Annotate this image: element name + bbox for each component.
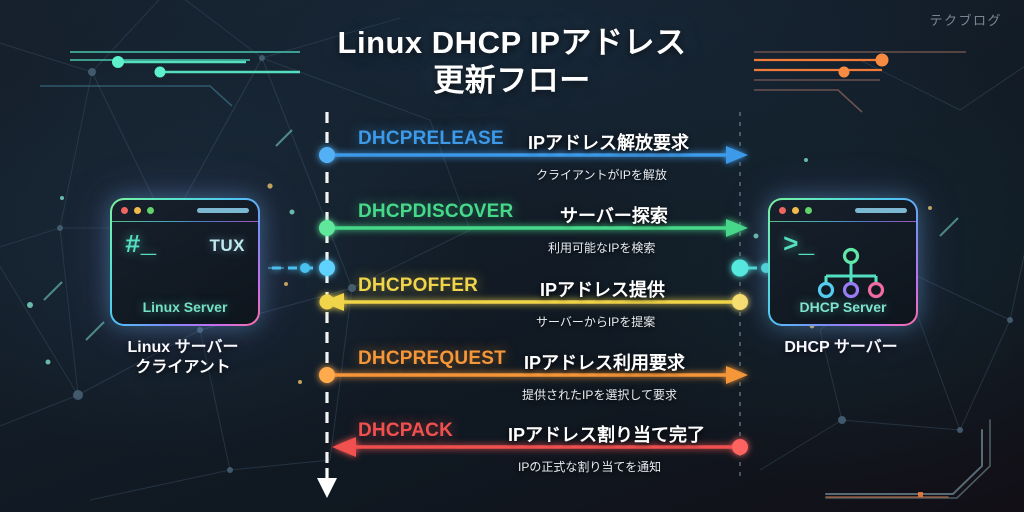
page-title: Linux DHCP IPアドレス 更新フロー bbox=[0, 24, 1024, 101]
message-subtitle: IPの正式な割り当てを通知 bbox=[518, 460, 662, 474]
window-maximize-dot-icon bbox=[805, 207, 812, 214]
server-terminal-screen: >_ DHCP Server bbox=[770, 222, 916, 324]
server-terminal-window: >_ DHCP Server bbox=[768, 198, 918, 326]
message-subtitle: 利用可能なIPを検索 bbox=[548, 241, 656, 255]
window-minimize-dot-icon bbox=[134, 207, 141, 214]
message-title: IPアドレス提供 bbox=[540, 280, 666, 300]
title-line-1: Linux DHCP IPアドレス bbox=[337, 25, 687, 60]
server-prompt-icon: >_ bbox=[783, 230, 815, 260]
client-prompt-icon: #_ bbox=[125, 230, 157, 260]
window-maximize-dot-icon bbox=[147, 207, 154, 214]
server-titlebar bbox=[770, 200, 916, 221]
client-tux-badge: TUX bbox=[209, 236, 245, 255]
network-tree-icon bbox=[817, 247, 885, 299]
titlebar-stripe-icon bbox=[197, 208, 249, 213]
client-titlebar-divider bbox=[112, 221, 258, 222]
message-code: DHCPRELEASE bbox=[358, 128, 504, 149]
window-close-dot-icon bbox=[779, 207, 786, 214]
message-code: DHCPREQUEST bbox=[358, 348, 506, 369]
message-code: DHCPACK bbox=[358, 420, 453, 441]
client-terminal-screen: #_ TUX Linux Server bbox=[112, 222, 258, 324]
server-label-line-1: DHCP サーバー bbox=[784, 339, 898, 356]
client-label-line-2: クライアント bbox=[135, 359, 231, 377]
node-dhcp-server[interactable]: >_ DHCP Server DHCP サーバー bbox=[768, 198, 918, 358]
node-linux-client[interactable]: #_ TUX Linux Server Linux サーバー クライアント bbox=[110, 198, 260, 378]
message-subtitle: クライアントがIPを解放 bbox=[536, 168, 667, 182]
window-close-dot-icon bbox=[121, 207, 128, 214]
message-title: IPアドレス解放要求 bbox=[528, 133, 690, 153]
client-label: Linux サーバー クライアント bbox=[110, 338, 256, 378]
message-subtitle: サーバーからIPを提案 bbox=[536, 315, 656, 329]
window-minimize-dot-icon bbox=[792, 207, 799, 214]
message-subtitle: 提供されたIPを選択して要求 bbox=[522, 388, 677, 402]
server-label: DHCP サーバー bbox=[768, 338, 914, 358]
message-code: DHCPDISCOVER bbox=[358, 201, 514, 222]
client-titlebar bbox=[112, 200, 258, 221]
watermark: テクブログ bbox=[929, 13, 1002, 28]
title-line-2: 更新フロー bbox=[433, 63, 591, 99]
message-title: サーバー探索 bbox=[560, 206, 668, 226]
client-terminal-window: #_ TUX Linux Server bbox=[110, 198, 260, 326]
titlebar-stripe-icon bbox=[855, 208, 907, 213]
client-screen-caption: Linux Server bbox=[142, 299, 228, 315]
client-terminal-inner: #_ TUX Linux Server bbox=[112, 200, 258, 324]
message-title: IPアドレス利用要求 bbox=[524, 353, 686, 373]
message-code: DHCPOFFER bbox=[358, 275, 479, 296]
server-terminal-inner: >_ DHCP Server bbox=[770, 200, 916, 324]
server-titlebar-divider bbox=[770, 221, 916, 222]
client-label-line-1: Linux サーバー bbox=[127, 339, 239, 356]
server-screen-caption: DHCP Server bbox=[799, 299, 887, 315]
message-title: IPアドレス割り当て完了 bbox=[508, 425, 706, 445]
